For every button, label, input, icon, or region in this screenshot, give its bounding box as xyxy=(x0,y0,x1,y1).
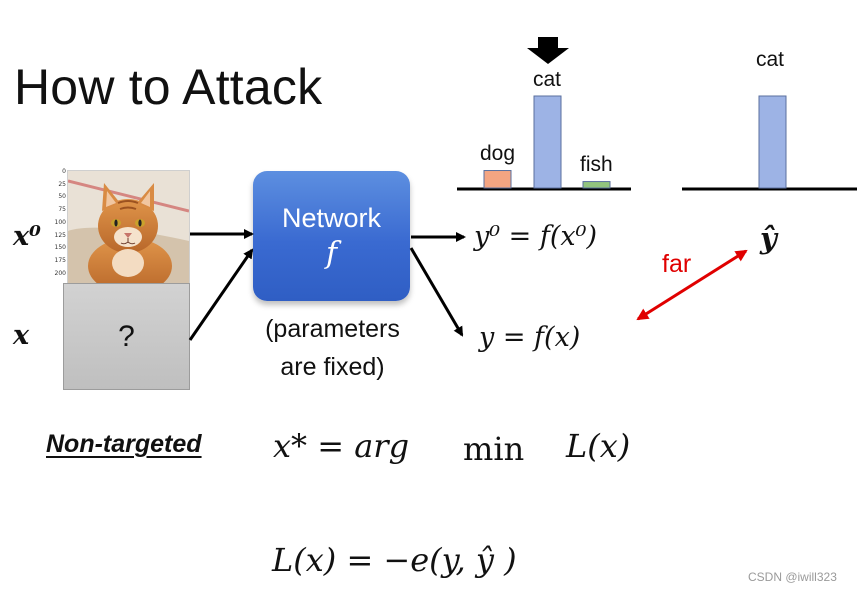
image-axis-ticks: 0 25 50 75 100 125 150 175 200 xyxy=(44,166,66,284)
axis-tick: 50 xyxy=(58,193,66,201)
y0-equation: y⁰ = f(x⁰) xyxy=(474,221,597,252)
axis-tick: 125 xyxy=(54,231,66,239)
y0-bar-fish xyxy=(582,181,611,189)
nontargeted-label: Non-targeted xyxy=(46,430,202,458)
bar-label-dog: dog xyxy=(480,142,516,165)
optimization-formula-lhs: x* = arg xyxy=(273,427,410,465)
unknown-symbol: ? xyxy=(118,319,135,353)
network-label: Network xyxy=(281,203,382,233)
bar-label-cat: cat xyxy=(533,68,562,91)
y0-bar-dog xyxy=(483,170,512,189)
yhat-label: ŷ xyxy=(760,221,777,255)
unknown-input-box: ? xyxy=(63,283,190,390)
far-arrow xyxy=(636,249,748,321)
axis-tick: 200 xyxy=(54,269,66,277)
network-box: Network f xyxy=(253,171,410,301)
parameters-note-line2: are fixed) xyxy=(280,353,385,381)
axis-tick: 175 xyxy=(54,256,66,264)
bar-label-fish: fish xyxy=(580,153,613,176)
network-function: f xyxy=(325,236,338,271)
arrow-x-to-network xyxy=(188,248,254,341)
down-arrow-icon xyxy=(527,37,569,64)
yhat-bar-group xyxy=(758,95,787,189)
optimization-min: min xyxy=(463,430,525,468)
y-equation: y = f(x) xyxy=(479,322,581,353)
bar-label-cat-target: cat xyxy=(756,48,785,71)
axis-tick: 150 xyxy=(54,244,66,252)
cat-icon xyxy=(68,171,189,283)
cat-image xyxy=(67,170,190,284)
parameters-note-line1: (parameters xyxy=(265,315,400,343)
axis-tick: 75 xyxy=(58,206,66,214)
parameters-note: (parameters are fixed) xyxy=(245,310,420,386)
axis-tick: 0 xyxy=(62,168,66,175)
x-label: x xyxy=(13,320,30,351)
axis-tick: 100 xyxy=(54,218,66,226)
y0-bar-cat xyxy=(533,95,562,189)
slide-title: How to Attack xyxy=(14,59,323,115)
optimization-formula-rhs: L(x) xyxy=(566,427,631,465)
watermark: CSDN @iwill323 xyxy=(748,570,837,584)
axis-tick: 25 xyxy=(58,180,66,188)
yhat-bar-cat xyxy=(758,95,787,189)
loss-formula: L(x) = −e(y, ŷ ) xyxy=(272,541,517,579)
x0-label: x⁰ xyxy=(13,221,41,252)
far-label: far xyxy=(662,250,692,278)
